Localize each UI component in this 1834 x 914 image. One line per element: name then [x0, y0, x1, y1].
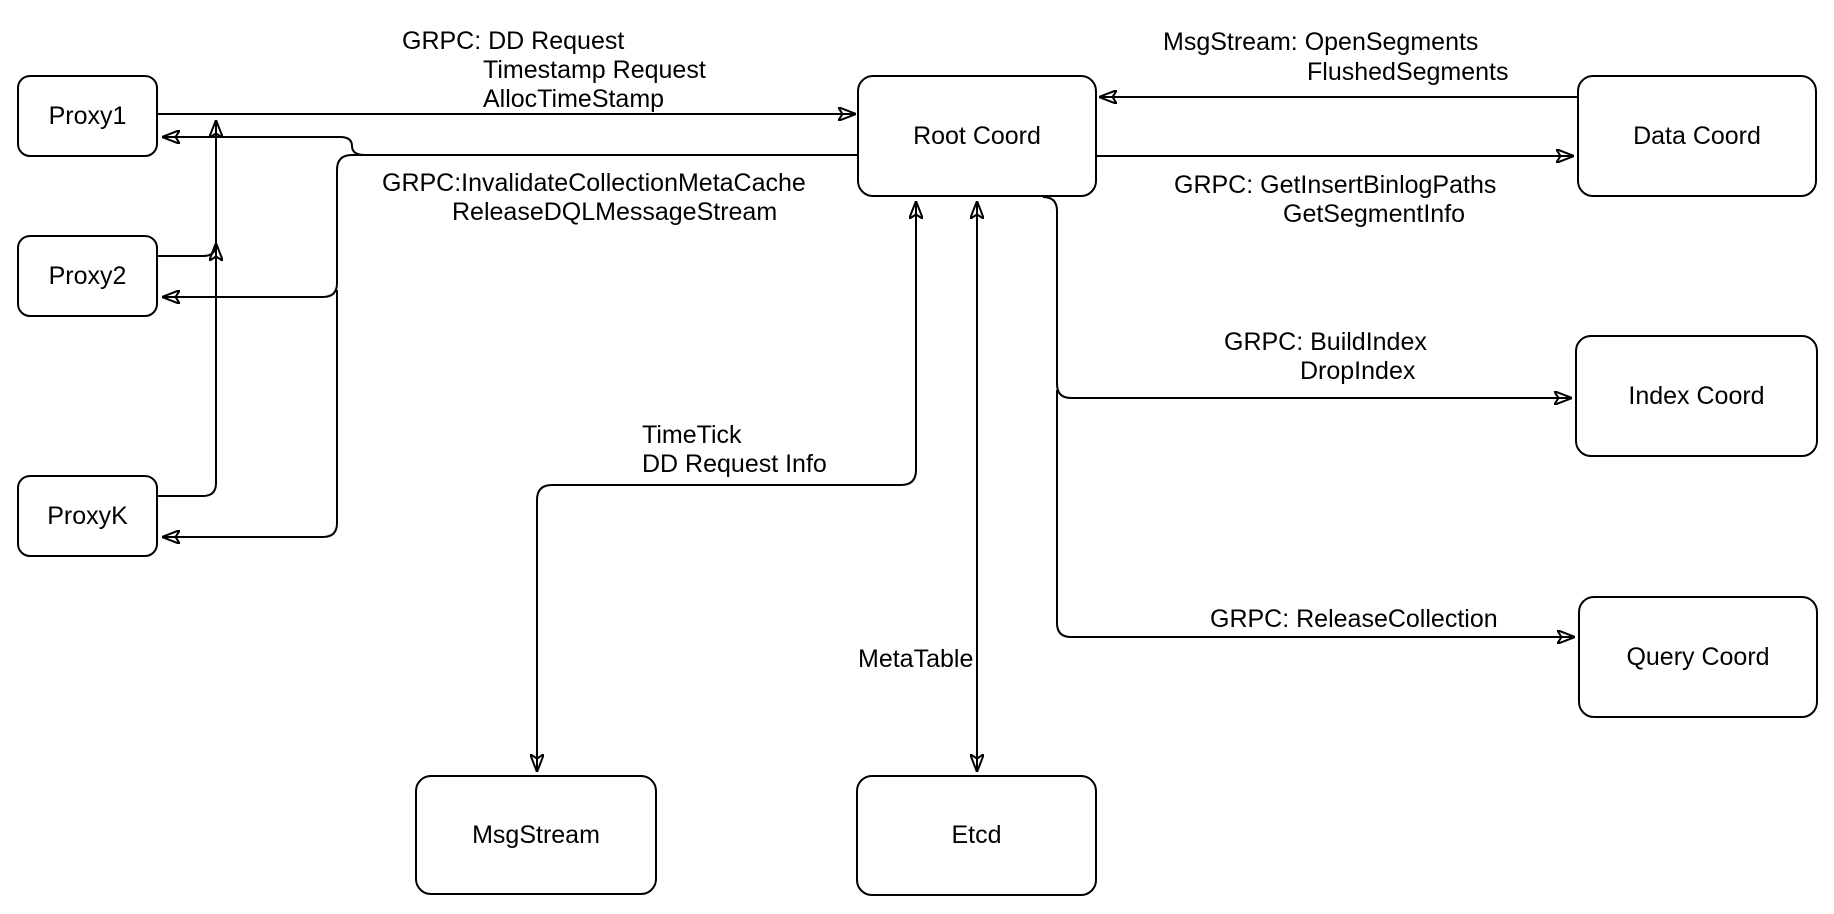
- edge-proxyk-merge-up: [158, 121, 216, 497]
- edge-label-releasecollection: GRPC: ReleaseCollection: [1210, 605, 1498, 633]
- edge-label-dd-request-line3: AllocTimeStamp: [483, 85, 665, 113]
- node-proxyk-label: ProxyK: [47, 501, 128, 530]
- edge-label-buildindex-line2: DropIndex: [1300, 357, 1416, 385]
- node-proxy1-label: Proxy1: [48, 101, 127, 130]
- edge-rootcoord-to-querycoord: [1056, 390, 1574, 637]
- node-index-coord-label: Index Coord: [1628, 381, 1765, 410]
- node-msgstream-label: MsgStream: [472, 820, 600, 849]
- node-query-coord-label: Query Coord: [1626, 642, 1770, 671]
- node-proxy2: Proxy2: [17, 235, 158, 317]
- node-data-coord: Data Coord: [1577, 75, 1817, 197]
- edge-rootcoord-to-proxy2: [163, 154, 857, 297]
- edge-rootcoord-to-indexcoord: [1042, 196, 1571, 398]
- edge-label-buildindex-line1: GRPC: BuildIndex: [1224, 328, 1427, 356]
- edge-label-invalidate-line1: GRPC:InvalidateCollectionMetaCache: [382, 169, 806, 197]
- node-proxy1: Proxy1: [17, 75, 158, 157]
- edge-proxy2-merge-up: [158, 244, 216, 256]
- edge-rootcoord-msgstream: [537, 202, 916, 771]
- edge-label-opensegments-line1: MsgStream: OpenSegments: [1163, 28, 1479, 56]
- node-data-coord-label: Data Coord: [1633, 121, 1761, 150]
- edge-rootcoord-to-proxy1: [163, 137, 857, 156]
- node-query-coord: Query Coord: [1578, 596, 1818, 718]
- node-index-coord: Index Coord: [1575, 335, 1818, 457]
- node-root-coord-label: Root Coord: [913, 121, 1041, 150]
- edge-label-dd-request-line2: Timestamp Request: [483, 56, 706, 84]
- node-etcd-label: Etcd: [951, 821, 1002, 849]
- node-etcd: Etcd: [856, 775, 1097, 896]
- node-proxy2-label: Proxy2: [48, 261, 127, 290]
- edge-label-dd-request-line1: GRPC: DD Request: [402, 27, 625, 55]
- edge-rootcoord-to-proxyk: [163, 290, 338, 537]
- edge-label-getinsertbinlog-line1: GRPC: GetInsertBinlogPaths: [1174, 171, 1497, 199]
- edge-label-metatable: MetaTable: [858, 645, 974, 673]
- edge-label-invalidate-line2: ReleaseDQLMessageStream: [452, 198, 778, 226]
- edge-label-getinsertbinlog-line2: GetSegmentInfo: [1283, 200, 1466, 228]
- edge-label-opensegments-line2: FlushedSegments: [1307, 58, 1509, 86]
- edge-label-timetick-line1: TimeTick: [642, 421, 742, 449]
- edge-label-timetick-line2: DD Request Info: [642, 450, 827, 478]
- node-proxyk: ProxyK: [17, 475, 158, 557]
- node-root-coord: Root Coord: [857, 75, 1097, 197]
- node-msgstream: MsgStream: [415, 775, 657, 895]
